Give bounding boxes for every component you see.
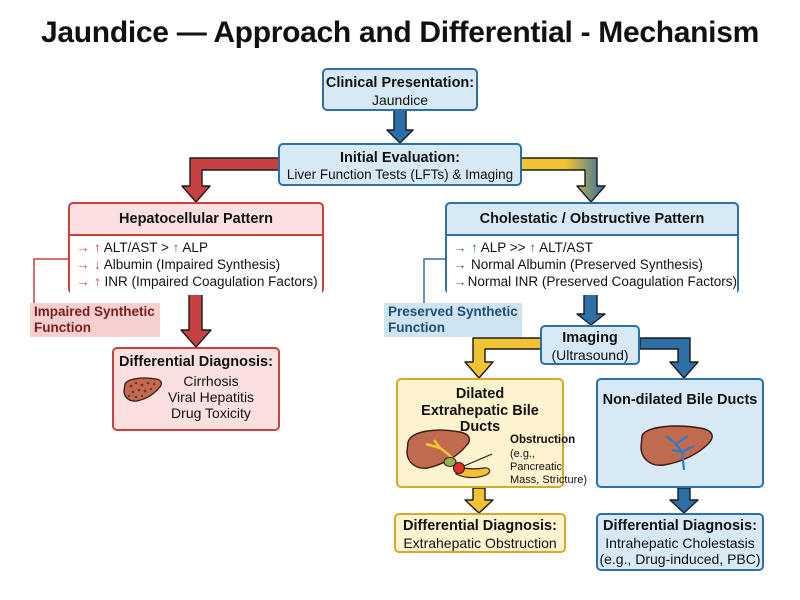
arrow-imaging-to-nondilated: [639, 337, 699, 379]
arrow-right-icon: →: [453, 274, 467, 290]
arrow-nondilated-to-dx: [669, 487, 699, 514]
cholestatic-pattern-heading: Cholestatic / Obstructive Pattern: [479, 211, 705, 227]
clinical-presentation-value: Jaundice: [371, 91, 429, 108]
diagram-title: Jaundice — Approach and Differential - M…: [41, 16, 759, 49]
liver-normal-ducts-icon: [640, 425, 713, 471]
clinical-presentation-heading: Clinical Presentation:: [325, 75, 475, 91]
initial-evaluation-box: Initial Evaluation: Liver Function Tests…: [278, 143, 522, 186]
finding-row: → ↑ ALT/AST > ↑ ALP: [76, 240, 322, 257]
impaired-synthetic-note: Impaired Synthetic Function: [30, 303, 160, 338]
arrow-imaging-to-dilated: [464, 337, 542, 379]
imaging-box: Imaging (Ultrasound): [540, 325, 640, 365]
hepatocellular-pattern-heading: Hepatocellular Pattern: [119, 211, 273, 227]
finding-row: → ↓ Albumin (Impaired Synthesis): [76, 257, 322, 274]
hepatocellular-pattern-box: Hepatocellular Pattern → ↑ ALT/AST > ↑ A…: [68, 202, 324, 295]
decrease-icon: ↓: [94, 257, 101, 273]
obstruction-label: Obstruction: [510, 434, 576, 446]
obstruction-detail: (e.g., Pancreatic Mass, Stricture): [510, 448, 588, 487]
finding-row: → Normal INR (Preserved Coagulation Fact…: [453, 274, 737, 291]
dx-item: Viral Hepatitis: [167, 388, 255, 405]
finding-text: ALT/AST >: [100, 240, 173, 256]
finding-text: Normal Albumin (Preserved Synthesis): [471, 257, 703, 273]
liver-obstruction-icon: [406, 429, 493, 479]
arrow-right-icon: →: [453, 257, 467, 273]
cholestatic-pattern-box: Cholestatic / Obstructive Pattern → ↑ AL…: [445, 202, 739, 295]
nondilated-ducts-box: Non-dilated Bile Ducts: [596, 378, 764, 488]
arrow-cholestatic-to-imaging: [576, 292, 606, 326]
increase-icon: ↑: [471, 240, 478, 256]
finding-text: ALP: [179, 240, 208, 256]
imaging-heading: Imaging: [562, 330, 618, 346]
increase-icon: ↑: [172, 240, 180, 256]
dx-item: Drug Toxicity: [171, 404, 251, 421]
arrow-right-icon: →: [453, 240, 467, 256]
preserved-synthetic-note: Preserved Synthetic Function: [384, 303, 522, 338]
finding-row: → ↑ ALP >> ↑ ALT/AST: [453, 240, 737, 257]
hepatocellular-findings: → ↑ ALT/AST > ↑ ALP → ↓ Albumin (Impaire…: [70, 233, 322, 295]
arrow-right-icon: →: [76, 274, 90, 290]
intrahepatic-dx-value: Intrahepatic Cholestasis: [605, 534, 755, 551]
initial-evaluation-heading: Initial Evaluation:: [339, 150, 461, 166]
intrahepatic-dx-heading: Differential Diagnosis:: [603, 518, 757, 534]
extrahepatic-dx-box: Differential Diagnosis: Extrahepatic Obs…: [394, 513, 566, 553]
arrow-right-icon: →: [76, 257, 90, 273]
bracket-impaired-note: [33, 258, 68, 306]
intrahepatic-dx-detail: (e.g., Drug-induced, PBC): [599, 550, 761, 567]
dilated-ducts-box: Dilated Extrahepatic Bile Ducts Obstruct…: [396, 378, 587, 488]
finding-text: ALT/AST: [536, 240, 593, 256]
clinical-presentation-box: Clinical Presentation: Jaundice: [322, 68, 478, 111]
cirrhotic-liver-icon: [123, 377, 163, 402]
arrow-evaluation-to-cholestatic: [518, 157, 606, 203]
arrow-dilated-to-dx: [464, 487, 494, 514]
arrow-clinical-to-evaluation: [386, 109, 414, 144]
dx-item: Cirrhosis: [183, 372, 239, 389]
finding-text: Normal INR (Preserved Coagulation Factor…: [467, 274, 737, 290]
bracket-preserved-note: [423, 258, 448, 306]
increase-icon: ↑: [529, 240, 537, 256]
arrow-hepatocellular-to-dx: [180, 292, 212, 348]
hepatocellular-dx-heading: Differential Diagnosis:: [119, 354, 273, 370]
nondilated-ducts-heading: Non-dilated Bile Ducts: [602, 392, 758, 408]
finding-text: Albumin (Impaired Synthesis): [100, 257, 281, 273]
finding-row: → Normal Albumin (Preserved Synthesis): [453, 257, 737, 274]
intrahepatic-dx-box: Differential Diagnosis: Intrahepatic Cho…: [596, 513, 764, 571]
finding-text: ALP >>: [477, 240, 530, 256]
imaging-value: (Ultrasound): [551, 346, 629, 363]
dilated-ducts-heading: Dilated Extrahepatic Bile Ducts: [421, 386, 539, 436]
cholestatic-findings: → ↑ ALP >> ↑ ALT/AST → Normal Albumin (P…: [447, 233, 737, 295]
arrow-evaluation-to-hepatocellular: [181, 157, 284, 203]
increase-icon: ↑: [94, 240, 101, 256]
arrow-right-icon: →: [76, 240, 90, 256]
extrahepatic-dx-heading: Differential Diagnosis:: [403, 518, 557, 534]
hepatocellular-dx-box: Differential Diagnosis: Cirrhosis Viral …: [112, 347, 280, 431]
finding-row: → ↑ INR (Impaired Coagulation Factors): [76, 274, 322, 291]
initial-evaluation-value: Liver Function Tests (LFTs) & Imaging: [286, 166, 514, 182]
extrahepatic-dx-value: Extrahepatic Obstruction: [403, 534, 557, 551]
increase-icon: ↑: [94, 274, 101, 290]
finding-text: INR (Impaired Coagulation Factors): [100, 274, 318, 290]
